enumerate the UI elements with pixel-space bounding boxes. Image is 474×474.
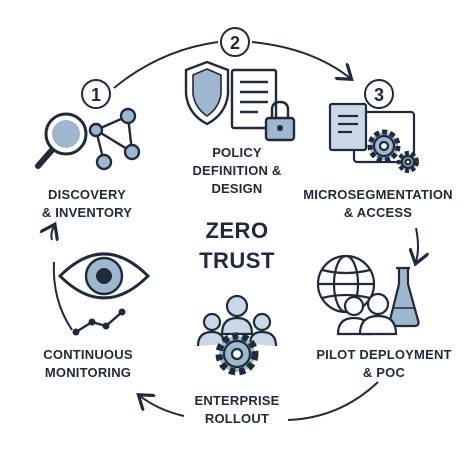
center-title-line-1: ZERO [205, 218, 269, 243]
cycle-arrow-6-to-1 [52, 261, 73, 331]
step-number-3: 3 [374, 85, 384, 105]
cycle-arrow-6-to-1-head [51, 226, 54, 240]
people-gear-icon [196, 294, 278, 376]
magnifier-network-icon [35, 107, 141, 171]
step-3-label: MICROSEGMENTATION & ACCESS [303, 187, 453, 220]
cycle-arrow-3-to-4 [416, 227, 418, 262]
cycle-arrow-2-to-3 [251, 41, 350, 78]
shield-document-lock-icon [184, 60, 296, 142]
step-6-label: CONTINUOUS MONITORING [43, 347, 133, 380]
cycle-arrow-1-to-2 [113, 41, 219, 89]
document-gears-icon [328, 102, 419, 173]
cycle-arrow-4-to-5 [287, 381, 379, 421]
step-number-2-badge: 2 [220, 27, 250, 57]
step-4-label: PILOT DEPLOYMENT & POC [316, 347, 452, 380]
step-number-2: 2 [230, 33, 240, 53]
cycle-arrow-5-to-6 [140, 396, 185, 417]
step-number-1-badge: 1 [81, 79, 111, 109]
center-title-line-2: TRUST [199, 248, 275, 273]
step-5-label: ENTERPRISE ROLLOUT [194, 393, 280, 426]
step-number-1: 1 [91, 85, 101, 105]
step-2-label: POLICY DEFINITION & DESIGN [192, 145, 282, 196]
step-number-3-badge: 3 [364, 79, 394, 109]
center-title: ZERO TRUST [177, 216, 297, 276]
globe-people-flask-icon [316, 254, 420, 336]
eye-trend-icon [57, 252, 151, 336]
step-1-label: DISCOVERY & INVENTORY [41, 187, 133, 220]
